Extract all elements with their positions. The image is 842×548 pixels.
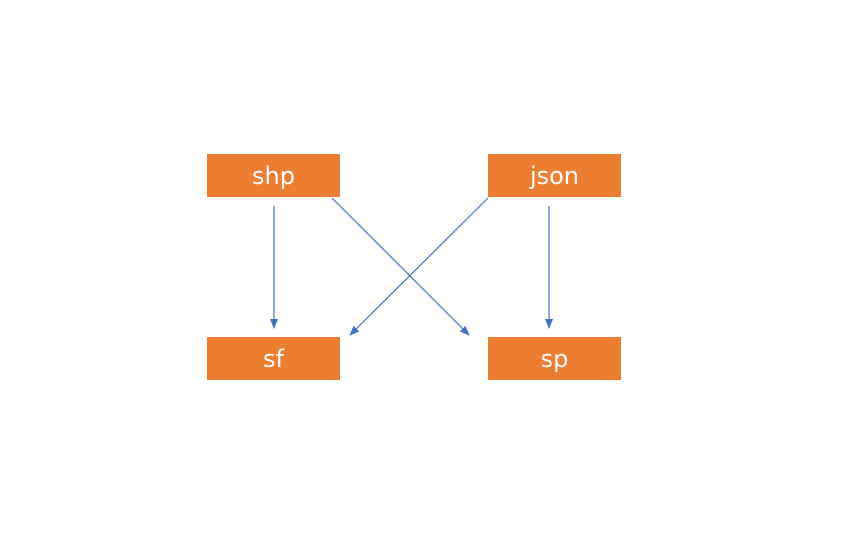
edge-json-to-sf [349, 197, 489, 336]
node-shp: shp [207, 154, 340, 197]
node-shp-label: shp [252, 161, 295, 190]
node-json: json [488, 154, 621, 197]
edge-shp-to-sp [331, 197, 470, 336]
node-sp-label: sp [540, 344, 569, 373]
node-sf: sf [207, 337, 340, 380]
node-json-label: json [529, 161, 580, 190]
node-sp: sp [488, 337, 621, 380]
node-sf-label: sf [263, 344, 284, 373]
